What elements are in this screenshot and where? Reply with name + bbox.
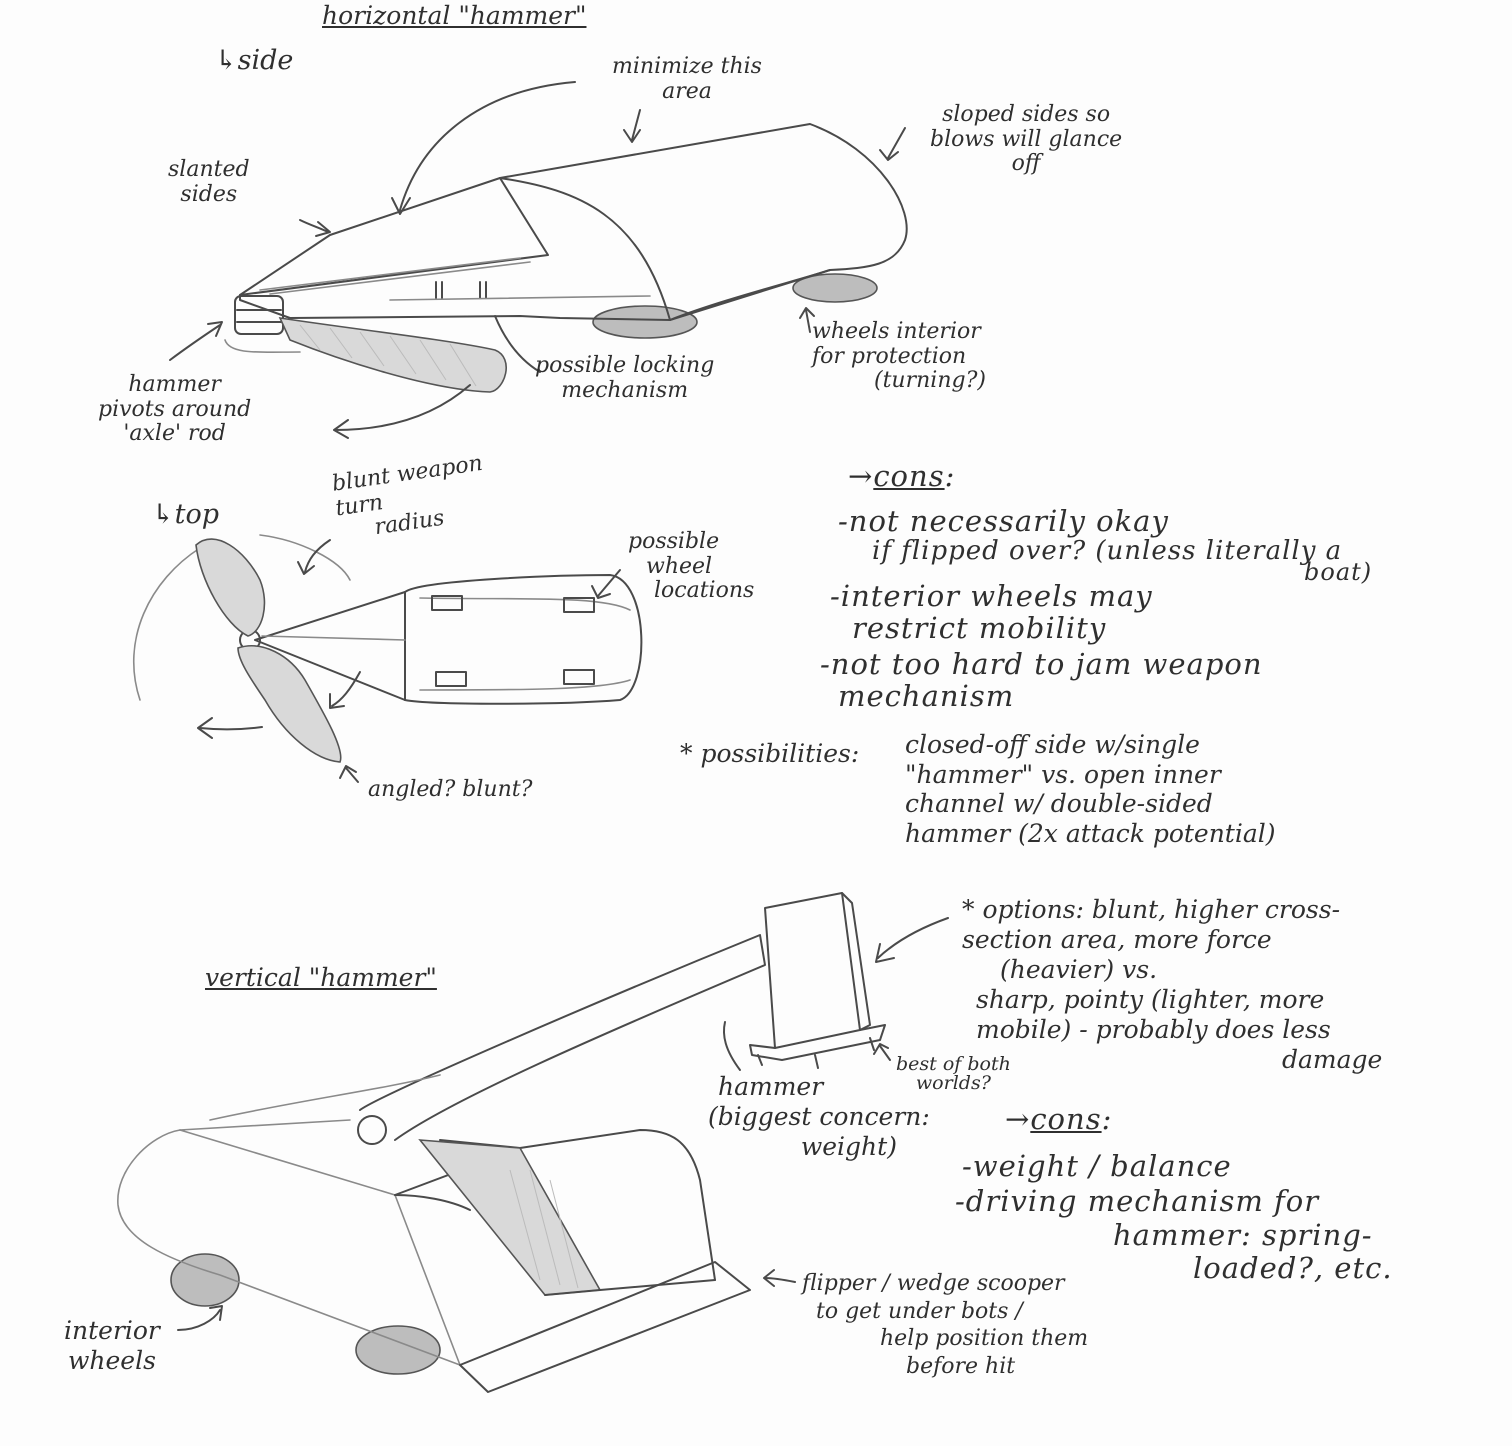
- side-front-wheel: [593, 306, 697, 338]
- best-note: best of bothworlds?: [896, 1055, 1011, 1093]
- side-locking-pins: [436, 282, 486, 298]
- vertical-channel: [420, 1140, 600, 1295]
- vertical-hammer-head: [765, 893, 860, 1048]
- top-hammer-upper: [196, 539, 264, 636]
- vertical-hammer-pivot: [358, 1116, 386, 1144]
- cons-2-heading: →cons:: [1005, 1103, 1112, 1135]
- possibilities-text: closed-off side w/single"hammer" vs. ope…: [905, 730, 1276, 848]
- arrow-best: [874, 1044, 890, 1060]
- top-hammer-lower: [238, 646, 341, 762]
- arrow-lower-hammer: [330, 672, 360, 708]
- vertical-view-title: vertical "hammer": [205, 964, 437, 992]
- top-view-label: ↳top: [152, 500, 219, 530]
- arrow-swing-top: [198, 718, 262, 738]
- arrow-options: [876, 918, 948, 962]
- possibilities-label: * possibilities:: [680, 740, 859, 768]
- turn-radius-arc: [134, 548, 200, 700]
- hammer-pivot-note: hammerpivots around'axle' rod: [98, 373, 251, 447]
- cons-2-item-1: -weight / balance: [962, 1150, 1232, 1182]
- cons-1-item-2: -interior wheels may restrict mobility: [830, 580, 1153, 645]
- vertical-wheel-front: [356, 1326, 440, 1374]
- arrow-minimize: [400, 82, 575, 210]
- angled-note: angled? blunt?: [368, 778, 532, 803]
- side-view-label: ↳side: [215, 46, 293, 76]
- arrow-sloped: [880, 128, 905, 160]
- cons-1-heading: →cons:: [848, 460, 955, 492]
- arrow-flipper: [764, 1270, 795, 1286]
- arrow-hammer-label: [724, 1022, 740, 1070]
- sloped-note: sloped sides soblows will glanceoff: [930, 103, 1122, 177]
- top-view-robot-sketch: [134, 535, 642, 782]
- cons-1-item-1: -not necessarily okay if flipped over? (…: [838, 505, 1372, 585]
- side-slanted-face: [240, 178, 548, 295]
- minimize-note: minimize thisarea: [612, 55, 762, 104]
- top-wheel-3: [436, 672, 466, 686]
- top-wheel-4: [564, 670, 594, 684]
- wheels-note: wheels interiorfor protection(turning?): [812, 320, 986, 394]
- side-view-title: horizontal "hammer": [322, 2, 586, 30]
- slanted-note: slantedsides: [168, 158, 250, 207]
- arrow-swing: [334, 385, 470, 438]
- flipper-note: flipper / wedge scooper to get under bot…: [802, 1270, 1088, 1381]
- arrow-slanted: [300, 220, 330, 236]
- arrow-interior-wheels: [178, 1306, 222, 1330]
- wheel-locations-note: possiblewheellocations: [628, 530, 754, 604]
- locking-note: possible lockingmechanism: [535, 354, 714, 403]
- cons-2-item-2: -driving mechanism for hammer: spring- l…: [955, 1185, 1393, 1286]
- arrow-hammer-pivot: [170, 322, 222, 360]
- cons-1-item-3: -not too hard to jam weapon mechanism: [820, 648, 1263, 713]
- interior-wheels-note: interiorwheels: [64, 1316, 160, 1375]
- options-note: * options: blunt, higher cross- section …: [962, 895, 1382, 1075]
- arrow-angled: [340, 766, 358, 782]
